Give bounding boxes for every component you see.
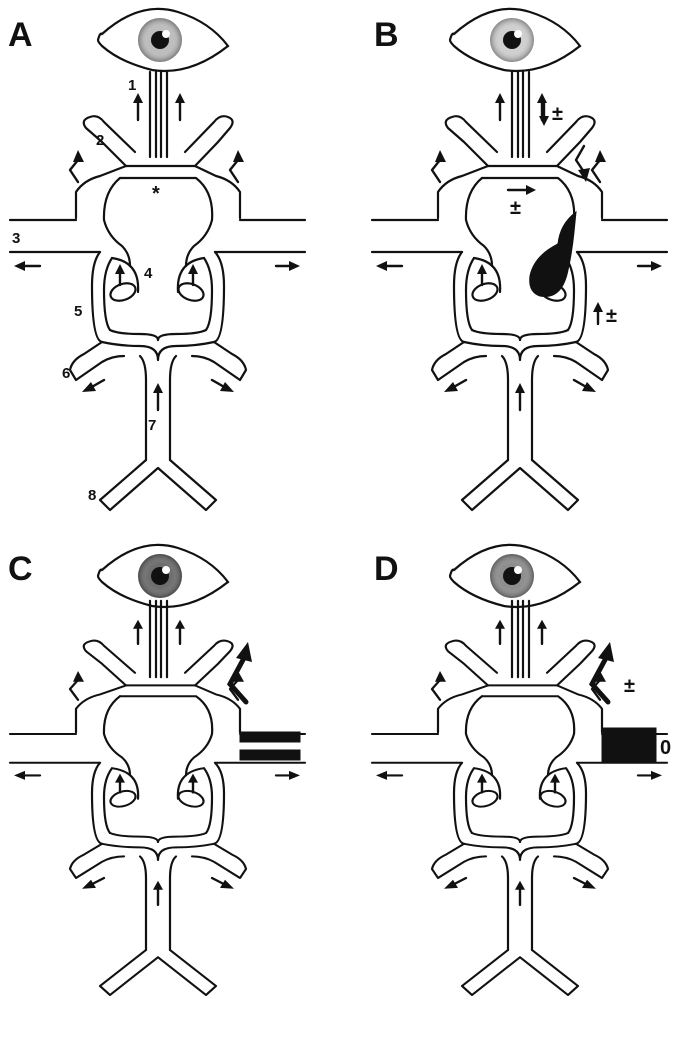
plus-minus-label: ± [624,675,635,697]
plus-minus-1: ± [552,103,563,125]
label-7: 7 [148,417,156,434]
label-4: 4 [144,265,153,282]
panel-letter: D [374,550,399,588]
occlusion-label: 0 [660,737,671,759]
arrow-down-icon [539,116,549,126]
label-3: 3 [12,230,20,247]
panel-a: A 1 2 3 4 5 6 7 8 * [8,9,305,510]
label-8: 8 [88,487,96,504]
panel-b: B ± ± ± [372,9,667,510]
label-5: 5 [74,303,82,320]
plus-minus-3: ± [606,305,617,327]
panel-letter: B [374,16,399,54]
label-2: 2 [96,132,104,149]
occlusion-block [602,728,656,762]
eye-icon [450,9,580,71]
panel-letter: C [8,550,33,588]
stenosis-band-bottom [240,750,300,760]
panel-c: C [8,545,305,995]
label-6: 6 [62,365,70,382]
eye-icon [98,545,228,607]
panel-d: D 0 ± [372,545,671,995]
label-1: 1 [128,77,136,94]
stenosis-band-top [240,732,300,742]
star-marker: * [152,183,160,205]
plus-minus-2: ± [510,197,521,219]
eye-icon [450,545,580,607]
thrombus-shape [530,212,576,296]
eye-icon [98,9,228,71]
panel-letter: A [8,16,33,54]
